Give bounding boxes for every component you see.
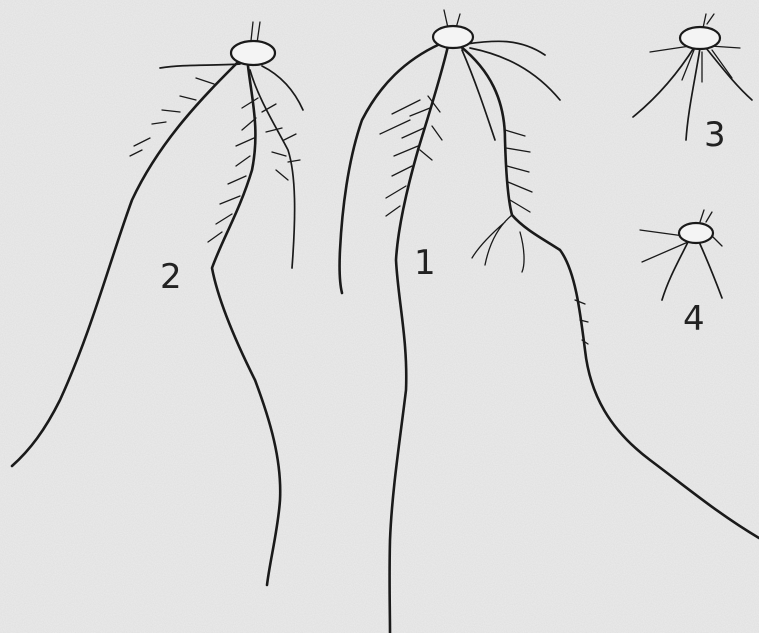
crown-4 (679, 223, 713, 243)
label-plant-3: 3 (704, 118, 726, 152)
label-plant-4: 4 (683, 302, 705, 336)
crown-1 (433, 26, 473, 48)
label-plant-1: 1 (414, 246, 436, 280)
crown-3 (680, 27, 720, 49)
crown-2 (231, 41, 275, 65)
label-plant-2: 2 (160, 260, 182, 294)
